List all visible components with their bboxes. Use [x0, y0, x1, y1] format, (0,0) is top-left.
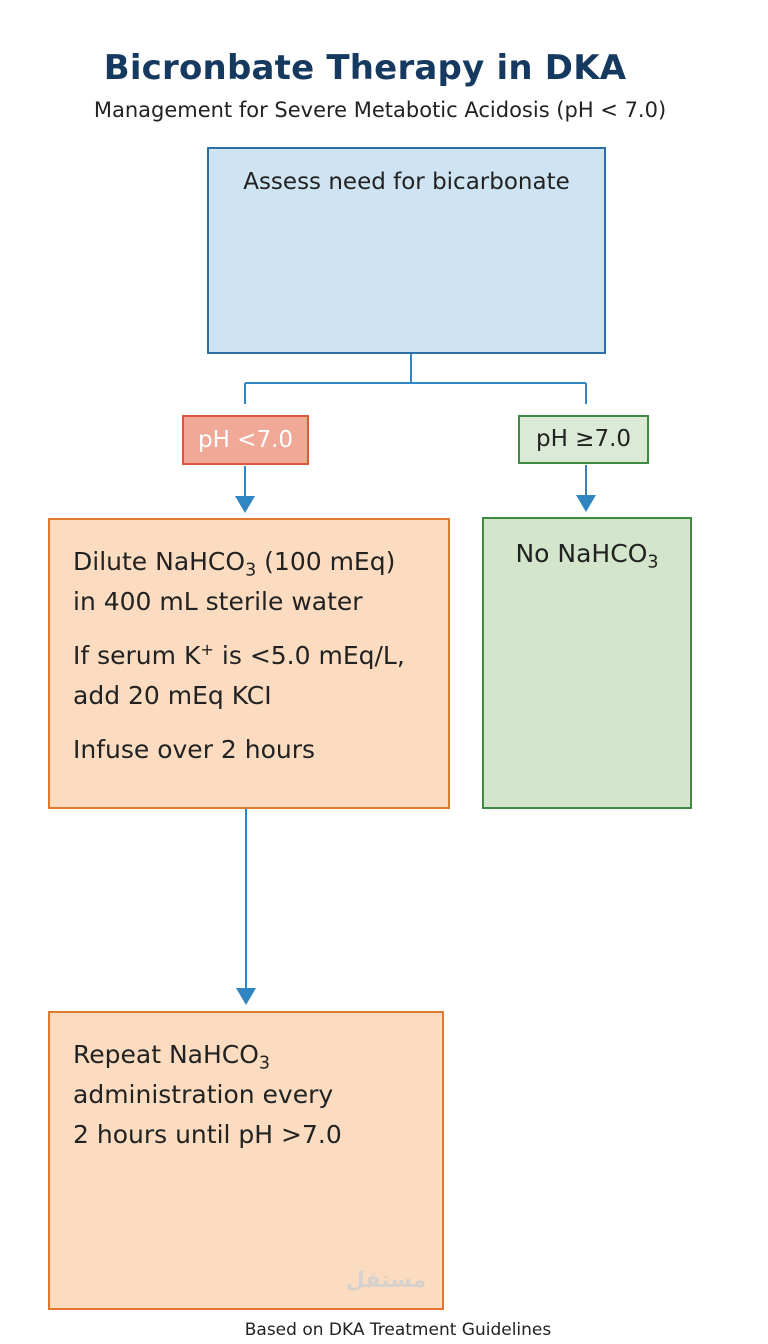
- watermark-logo: مستقل: [345, 1268, 427, 1293]
- source-footer: Based on DKA Treatment Guidelines: [244, 1320, 552, 1340]
- potassium-instruction: If serum K+ is <5.0 mEq/L, add 20 mEq KC…: [73, 636, 438, 716]
- dilute-bicarbonate-box: Dilute NaHCO3 (100 mEq) in 400 mL steril…: [48, 518, 450, 809]
- assess-need-text: Assess need for bicarbonate: [243, 169, 570, 195]
- potassium-line2: add 20 mEq KCI: [73, 681, 272, 710]
- dilute-line1: Dilute NaHCO: [73, 547, 246, 576]
- no-bicarbonate-text: No NaHCO: [515, 539, 648, 568]
- ph-high-text: pH ≥7.0: [535, 426, 632, 452]
- repeat-line3: 2 hours until pH >7.0: [73, 1120, 342, 1149]
- arrowhead-dilute: [235, 496, 255, 513]
- arrowhead-repeat: [236, 988, 256, 1005]
- repeat-line1-subscript: 3: [258, 1053, 271, 1074]
- potassium-superscript: +: [200, 640, 214, 660]
- infusion-line: Infuse over 2 hours: [73, 735, 316, 764]
- potassium-line1-threshold: is <5.0 mEq/L,: [213, 641, 405, 670]
- potassium-line1: If serum K: [73, 641, 201, 670]
- no-bicarbonate-box: No NaHCO3: [482, 517, 692, 809]
- repeat-line1: Repeat NaHCO: [73, 1040, 259, 1069]
- dilute-line1-subscript: 3: [245, 560, 257, 581]
- infusion-instruction: Infuse over 2 hours: [73, 730, 438, 770]
- ph-low-label: pH <7.0: [182, 415, 309, 465]
- ph-low-text: pH <7.0: [197, 427, 294, 453]
- dilute-instruction: Dilute NaHCO3 (100 mEq) in 400 mL steril…: [73, 542, 438, 622]
- repeat-line2: administration every: [73, 1080, 334, 1109]
- dilute-line1-dose: (100 mEq): [256, 547, 396, 576]
- arrowhead-nobicarb: [576, 495, 596, 512]
- assess-need-box: Assess need for bicarbonate: [207, 147, 606, 354]
- ph-high-label: pH ≥7.0: [518, 415, 649, 464]
- diagram-subtitle: Management for Severe Metabotic Acidosis…: [93, 98, 667, 122]
- dilute-line2: in 400 mL sterile water: [73, 587, 363, 616]
- diagram-title: Bicronbate Therapy in DKA: [103, 48, 627, 88]
- repeat-administration-box: Repeat NaHCO3 administration every 2 hou…: [48, 1011, 444, 1310]
- no-bicarbonate-subscript: 3: [647, 552, 659, 573]
